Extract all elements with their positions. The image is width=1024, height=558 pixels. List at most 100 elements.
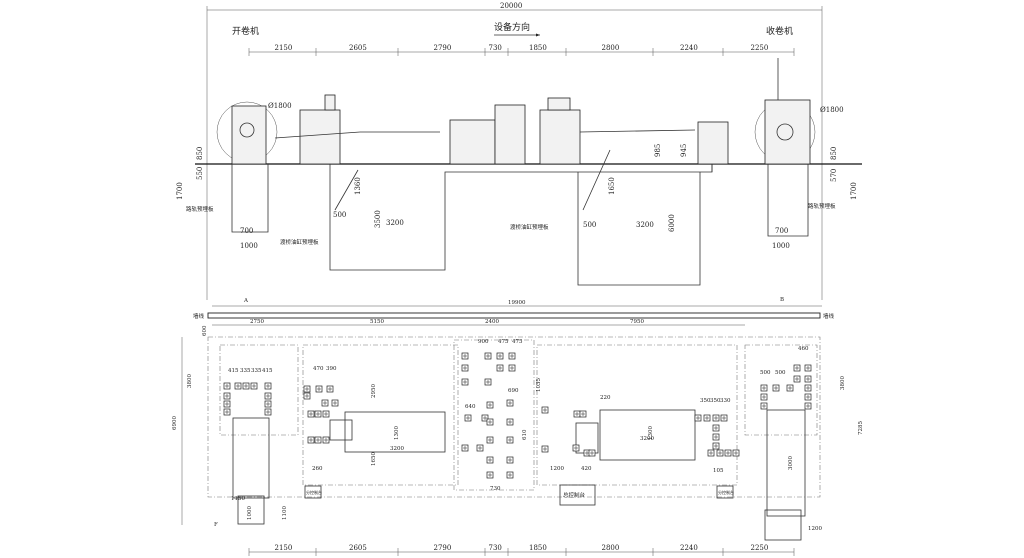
bolt-cross-icon bbox=[590, 451, 594, 455]
dim: 1000 bbox=[240, 242, 258, 250]
bolt-cross-icon bbox=[762, 386, 766, 390]
bolt-cross-icon bbox=[714, 416, 718, 420]
bolt-cross-icon bbox=[705, 416, 709, 420]
bolt-cross-icon bbox=[709, 451, 713, 455]
dim: 3800 bbox=[187, 374, 193, 388]
bolt-cross-icon bbox=[762, 395, 766, 399]
bolt-cross-icon bbox=[806, 395, 810, 399]
bolt-cross-icon bbox=[323, 401, 327, 405]
segment-dimension: 2150 bbox=[275, 544, 293, 552]
segment-dimension: 2250 bbox=[751, 44, 769, 52]
bolt-cross-icon bbox=[806, 404, 810, 408]
pit-1 bbox=[329, 164, 713, 271]
dim: 1200 bbox=[808, 526, 822, 532]
shear-machine bbox=[494, 104, 526, 165]
bolt-cross-icon bbox=[328, 387, 332, 391]
bolt-cross-icon bbox=[488, 458, 492, 462]
bolt-cross-icon bbox=[508, 401, 512, 405]
bolt-cross-icon bbox=[488, 403, 492, 407]
pit-1-plan bbox=[344, 411, 446, 453]
main-console[interactable] bbox=[559, 484, 596, 506]
bolt-cross-icon bbox=[508, 420, 512, 424]
bolt-cross-icon bbox=[762, 404, 766, 408]
bolt-cross-icon bbox=[236, 384, 240, 388]
bolt-cross-icon bbox=[488, 473, 492, 477]
dim: 1650 bbox=[371, 452, 377, 466]
recoiler-label: 收卷机 bbox=[766, 25, 793, 37]
uncoiler-machine bbox=[231, 105, 267, 165]
dim: 985 bbox=[654, 144, 662, 157]
bolt-cross-icon bbox=[543, 447, 547, 451]
bolt-cross-icon bbox=[483, 416, 487, 420]
dim: 700 bbox=[775, 227, 788, 235]
dim: 500 bbox=[583, 221, 596, 229]
bolt-cross-icon bbox=[714, 444, 718, 448]
dim: 730 bbox=[490, 486, 501, 492]
dim: 640 bbox=[465, 404, 476, 410]
bolt-cross-icon bbox=[333, 401, 337, 405]
dim: 260 bbox=[312, 466, 323, 472]
dim: 330 bbox=[720, 398, 731, 404]
segment-dimension: 2250 bbox=[751, 544, 769, 552]
bolt-cross-icon bbox=[574, 446, 578, 450]
dim: 2400 bbox=[485, 319, 499, 325]
main-console-label: 总控制台 bbox=[563, 491, 586, 499]
bolt-cross-icon bbox=[581, 412, 585, 416]
dim: 3200 bbox=[390, 446, 404, 452]
dim: 1300 bbox=[394, 426, 400, 440]
bolt-cross-icon bbox=[488, 420, 492, 424]
dim: 350 bbox=[710, 398, 721, 404]
bolt-cross-icon bbox=[795, 366, 799, 370]
bolt-cross-icon bbox=[806, 386, 810, 390]
pit-2 bbox=[577, 172, 701, 286]
segment-dimension: 2605 bbox=[349, 544, 367, 552]
bolt-cross-icon bbox=[722, 416, 726, 420]
segment-dimension: 1850 bbox=[529, 44, 547, 52]
foundation-boundary bbox=[207, 336, 821, 498]
bolt-cross-icon bbox=[543, 408, 547, 412]
dim: 3800 bbox=[840, 376, 846, 390]
bolt-cross-icon bbox=[498, 366, 502, 370]
dim: 1700 bbox=[176, 182, 184, 200]
bolt-cross-icon bbox=[466, 416, 470, 420]
dim: 1035 bbox=[536, 378, 542, 392]
bolt-cross-icon bbox=[575, 412, 579, 416]
dim: 220 bbox=[600, 395, 611, 401]
dim: 7950 bbox=[630, 319, 644, 325]
bolt-cross-icon bbox=[266, 384, 270, 388]
dim: 1650 bbox=[608, 177, 616, 195]
sub-console-left[interactable] bbox=[304, 485, 322, 499]
dim: 335 bbox=[240, 368, 251, 374]
uncoiler-rail-pit bbox=[232, 417, 270, 499]
bolt-cross-icon bbox=[806, 377, 810, 381]
dim: 500 bbox=[760, 370, 771, 376]
bolt-cross-icon bbox=[508, 458, 512, 462]
bolt-cross-icon bbox=[774, 386, 778, 390]
bolt-cross-icon bbox=[316, 412, 320, 416]
plan-view: A B 19900 墙线 墙线 2750 5150 2400 7950 600 … bbox=[172, 297, 864, 556]
dim: 470 bbox=[313, 366, 324, 372]
dim: 6900 bbox=[172, 416, 178, 430]
sub-console-right[interactable] bbox=[716, 485, 734, 499]
dim: 850 bbox=[196, 147, 204, 160]
bolt-cross-icon bbox=[305, 394, 309, 398]
bolt-cross-icon bbox=[508, 438, 512, 442]
segment-dimension: 2790 bbox=[434, 44, 452, 52]
dim: 550 bbox=[196, 167, 204, 180]
dim: 500 bbox=[333, 211, 346, 219]
segment-dimension: 2800 bbox=[602, 44, 620, 52]
bolt-cross-icon bbox=[463, 354, 467, 358]
plan-total: 19900 bbox=[508, 300, 526, 306]
wall-label: 墙线 bbox=[193, 312, 205, 320]
punch-machine bbox=[539, 109, 581, 165]
bolt-cross-icon bbox=[788, 386, 792, 390]
bolt-cross-icon bbox=[225, 384, 229, 388]
leveler-machine bbox=[299, 109, 341, 165]
dim: 3200 bbox=[636, 221, 654, 229]
dim: 335 bbox=[251, 368, 262, 374]
bolt-cross-icon bbox=[266, 410, 270, 414]
bolt-cross-icon bbox=[266, 394, 270, 398]
dim: 415 bbox=[262, 368, 273, 374]
dim: 1000 bbox=[772, 242, 790, 250]
